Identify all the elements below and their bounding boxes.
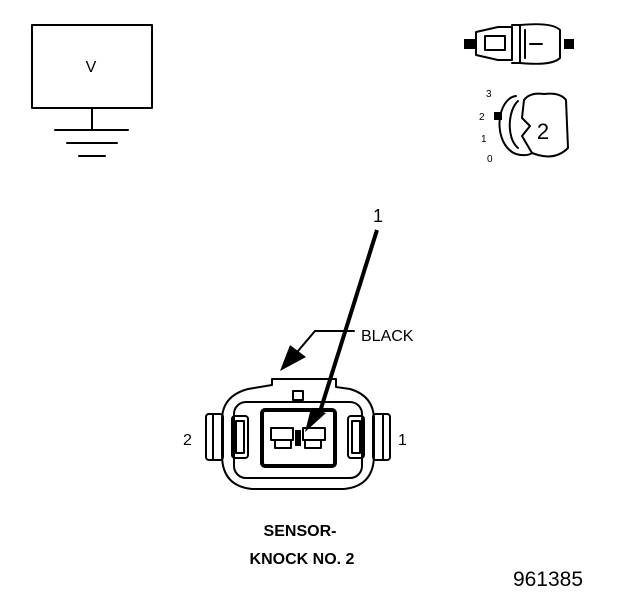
connector-side-view-icon	[464, 23, 574, 65]
wire-color-arrow-head	[280, 345, 306, 371]
pin-label-right: 1	[398, 432, 407, 449]
voltmeter-symbol: V	[31, 24, 153, 157]
caption: SENSOR- KNOCK NO. 2	[250, 523, 355, 568]
scale-label-0: 0	[487, 154, 493, 165]
caption-line-1: SENSOR-	[264, 523, 337, 540]
wire-color-label: BLACK	[361, 328, 414, 345]
terminal-arrow-head	[305, 408, 326, 432]
scale-label-2: 2	[479, 112, 485, 123]
connector-front-view: 2 1	[183, 378, 407, 490]
view-indicator-icon: 3 2 1 0 2	[479, 89, 569, 165]
ground-icon	[54, 129, 129, 157]
pin-label-left: 2	[183, 432, 192, 449]
voltmeter-label: V	[86, 59, 97, 76]
view-number-label: 2	[537, 119, 549, 144]
figure-id: 961385	[513, 568, 583, 591]
terminal-callout-label: 1	[373, 206, 383, 226]
caption-line-2: KNOCK NO. 2	[250, 551, 355, 568]
scale-label-1: 1	[481, 134, 487, 145]
wire-color-callout: BLACK	[280, 328, 414, 371]
scale-label-3: 3	[486, 89, 492, 100]
terminal-callout: 1	[305, 206, 383, 432]
